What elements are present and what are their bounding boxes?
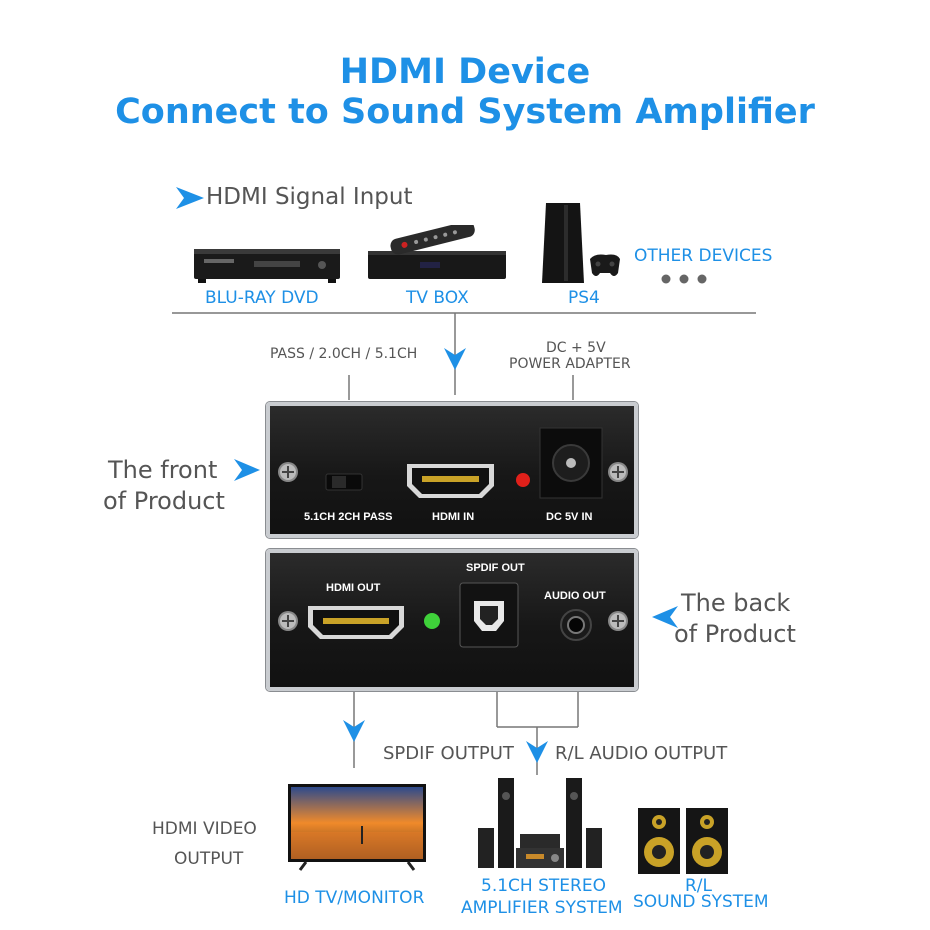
front-panel: 5.1CH 2CH PASS HDMI IN DC 5V IN: [266, 402, 638, 538]
hdmi-out-label: HDMI OUT: [326, 582, 380, 594]
power-led-icon: [516, 473, 530, 487]
mode-switch-icon: [326, 474, 362, 490]
screw-icon-right: [608, 462, 628, 482]
back-side-label-2: of Product: [674, 619, 796, 650]
other-devices-label: OTHER DEVICES: [634, 246, 772, 266]
hdmi-in-label: HDMI IN: [432, 511, 474, 523]
amplifier-label-2: AMPLIFIER SYSTEM: [461, 898, 623, 918]
tv-box-icon: [360, 225, 510, 285]
dc-jack-icon: [540, 428, 602, 498]
back-panel: HDMI OUT SPDIF OUT AUDIO OUT: [266, 549, 638, 691]
front-side-label-2: of Product: [103, 486, 225, 517]
hdmi-video-output-line-1: HDMI VIDEO: [152, 819, 257, 839]
input-heading: HDMI Signal Input: [206, 184, 412, 210]
tv-monitor-icon: [286, 782, 428, 872]
tv-label: HD TV/MONITOR: [284, 888, 424, 908]
front-side-label-1: The front: [108, 455, 217, 486]
dc-in-label: DC 5V IN: [546, 511, 592, 523]
spdif-port-icon: [460, 583, 518, 647]
arrow-right-input-heading: [176, 187, 204, 209]
switch-mode-label: 5.1CH 2CH PASS: [304, 511, 392, 523]
more-dots-icon: [660, 272, 710, 286]
power-callout-line-1: DC + 5V: [546, 340, 606, 356]
bluray-player-icon: [192, 245, 342, 287]
power-callout-line-2: POWER ADAPTER: [509, 356, 631, 372]
amplifier-system-icon: [476, 776, 606, 871]
arrow-right-front: [234, 459, 260, 481]
amplifier-label-1: 5.1CH STEREO: [481, 876, 606, 896]
screw-icon-left: [278, 462, 298, 482]
hdmi-video-output-line-2: OUTPUT: [174, 849, 243, 869]
spdif-out-label: SPDIF OUT: [466, 562, 525, 574]
audio-out-label: AUDIO OUT: [544, 590, 606, 602]
hdmi-in-port-icon: [407, 464, 494, 498]
device-label-tvbox: TV BOX: [406, 288, 469, 308]
back-side-label-1: The back: [681, 588, 790, 619]
device-label-bluray: BLU-RAY DVD: [205, 288, 319, 308]
spdif-output-label: SPDIF OUTPUT: [383, 743, 514, 764]
screw-icon-left-back: [278, 611, 298, 631]
hdmi-out-port-icon: [308, 606, 404, 639]
rl-label-2: SOUND SYSTEM: [633, 892, 769, 912]
rl-audio-output-label: R/L AUDIO OUTPUT: [555, 743, 727, 764]
device-label-ps4: PS4: [568, 288, 600, 308]
screw-icon-right-back: [608, 611, 628, 631]
switch-modes-callout: PASS / 2.0CH / 5.1CH: [270, 346, 417, 362]
ps4-console-icon: [540, 203, 620, 285]
status-led-icon: [424, 613, 440, 629]
audio-jack-icon: [561, 610, 591, 640]
stereo-speakers-icon: [636, 806, 730, 876]
